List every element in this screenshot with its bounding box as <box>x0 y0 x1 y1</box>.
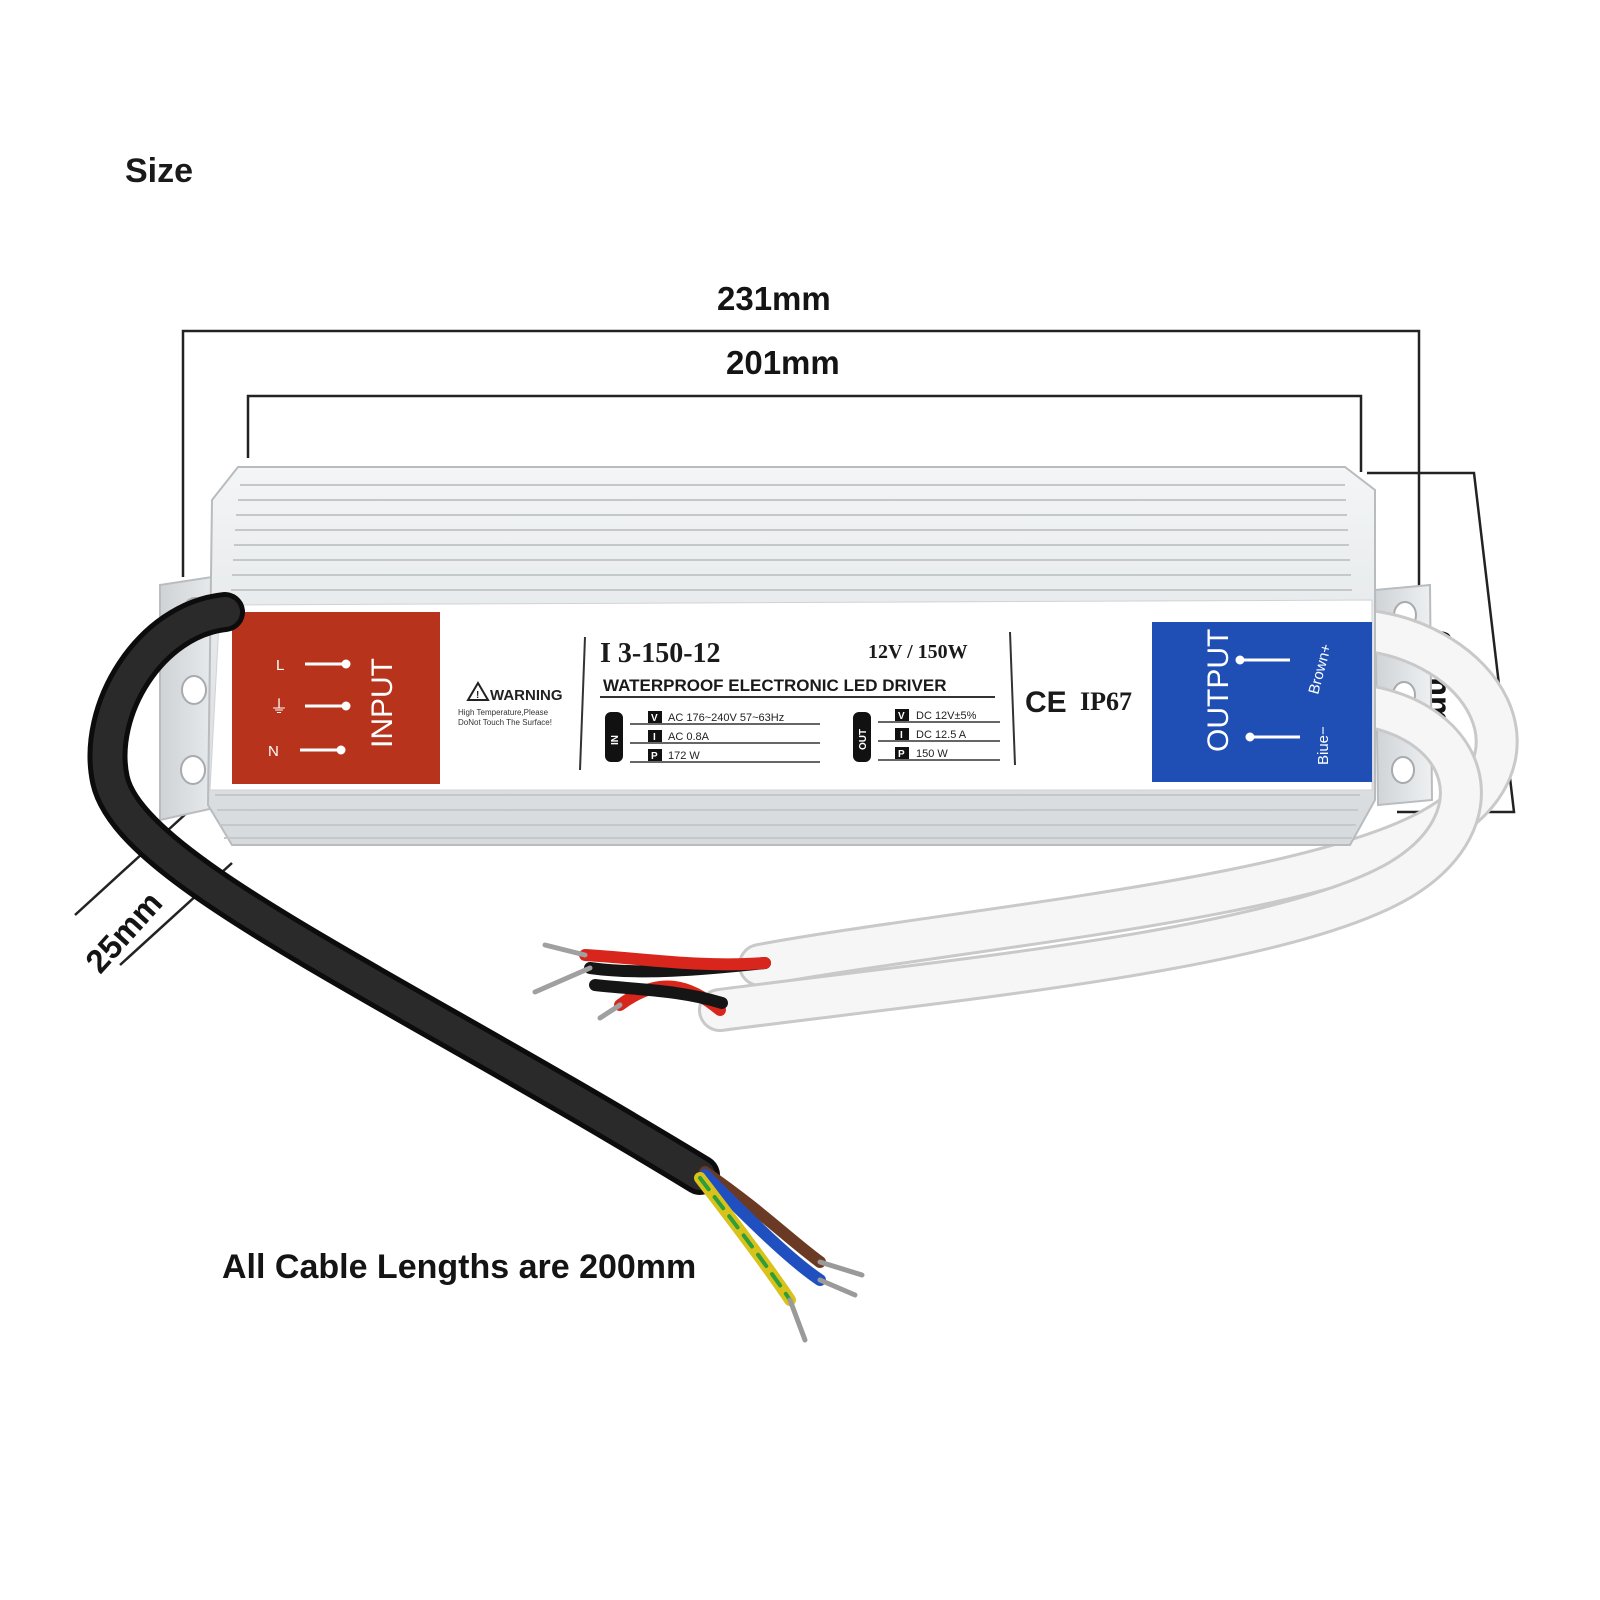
output-negative-label: Biue− <box>1315 726 1332 765</box>
output-panel: OUTPUT Brown+ Biue− <box>1152 622 1372 782</box>
input-wires <box>694 1166 865 1343</box>
in-tag: IN <box>610 735 621 745</box>
input-spec-table: IN V I P AC 176~240V 57~63Hz AC 0.8A 172… <box>605 711 820 763</box>
in-spec-key-i: I <box>653 732 656 743</box>
white-output-cables <box>698 608 1519 1032</box>
power-rating: 12V / 150W <box>868 641 968 663</box>
warning-block: ! WARNING High Temperature,Please DoNot … <box>458 681 563 727</box>
input-panel: L ⏚ N INPUT <box>232 612 440 784</box>
body-length-line <box>246 394 1363 472</box>
warning-line-2: DoNot Touch The Surface! <box>458 718 552 727</box>
output-spec-table: OUT V I P DC 12V±5% DC 12.5 A 150 W <box>853 709 1000 762</box>
svg-text:!: ! <box>476 690 479 701</box>
model-number: I 3-150-12 <box>600 638 721 669</box>
input-title: INPUT <box>366 658 399 748</box>
output-wires <box>532 942 771 1021</box>
input-pin-ground: ⏚ <box>270 697 288 717</box>
warning-line-1: High Temperature,Please <box>458 708 549 717</box>
dimension-body-length: 201mm <box>726 344 840 381</box>
in-spec-current: AC 0.8A <box>668 731 710 743</box>
in-spec-power: 172 W <box>668 750 700 762</box>
input-pin-l: L <box>276 657 284 674</box>
out-spec-power: 150 W <box>916 748 948 760</box>
in-spec-key-v: V <box>651 713 658 724</box>
out-spec-key-p: P <box>898 749 905 760</box>
dimension-overall-length: 231mm <box>717 280 831 317</box>
heading: Size <box>125 152 194 190</box>
warning-title: WARNING <box>490 687 563 704</box>
out-spec-current: DC 12.5 A <box>916 729 967 741</box>
in-spec-key-p: P <box>651 751 658 762</box>
out-tag: OUT <box>858 729 869 750</box>
housing <box>206 466 1376 846</box>
height-line-a <box>74 809 191 916</box>
input-pin-n: N <box>268 743 279 760</box>
ce-mark: CE <box>1025 686 1067 719</box>
out-spec-voltage: DC 12V±5% <box>916 710 977 722</box>
overall-length-line <box>181 329 1421 593</box>
out-spec-key-v: V <box>898 711 905 722</box>
output-title: OUTPUT <box>1202 629 1235 752</box>
black-input-cable <box>87 592 720 1195</box>
cable-length-caption: All Cable Lengths are 200mm <box>222 1248 697 1286</box>
ip-rating: IP67 <box>1080 687 1132 716</box>
out-spec-key-i: I <box>900 730 903 741</box>
in-spec-voltage: AC 176~240V 57~63Hz <box>668 712 784 724</box>
driver-subtitle: WATERPROOF ELECTRONIC LED DRIVER <box>603 676 946 695</box>
